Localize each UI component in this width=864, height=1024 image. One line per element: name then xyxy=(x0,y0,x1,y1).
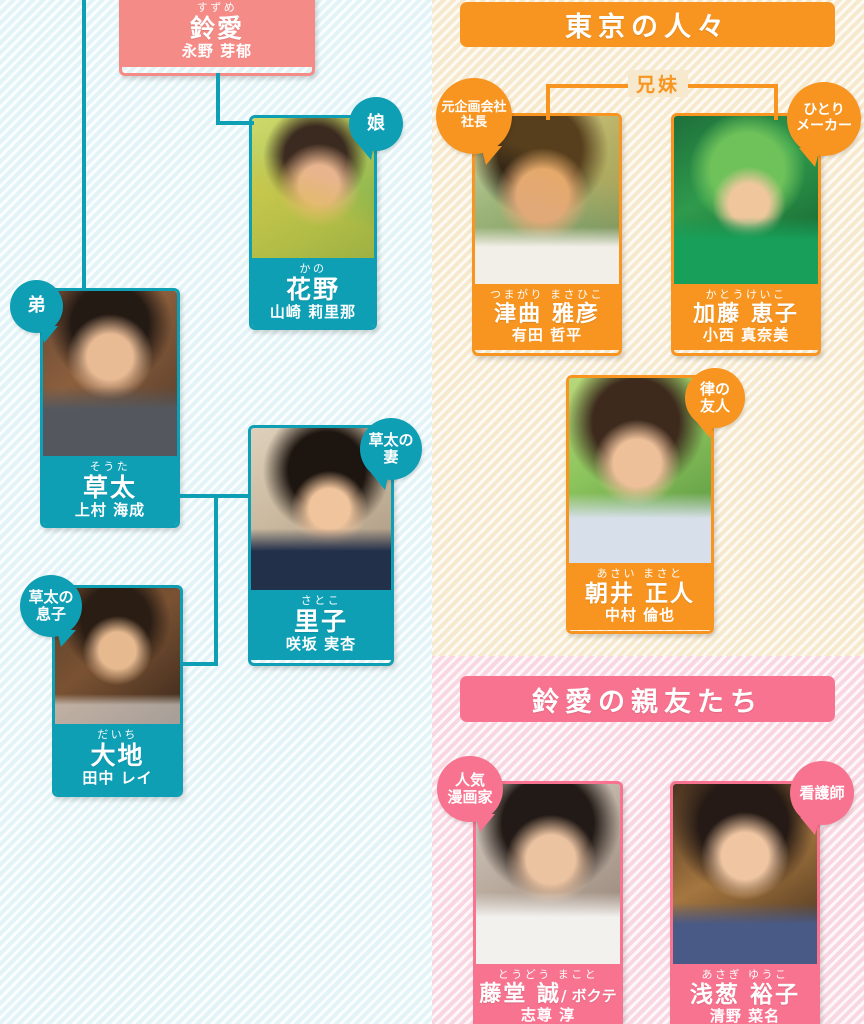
connector-suzume-down xyxy=(216,73,220,125)
plate-daichi: だいち 大地 田中 レイ xyxy=(55,724,180,794)
actor-souta: 上村 海成 xyxy=(74,500,146,519)
name-kano: 花野 xyxy=(285,274,340,304)
badge-kato-label: ひとり メーカー xyxy=(796,102,852,134)
card-daichi[interactable]: だいち 大地 田中 レイ xyxy=(52,585,183,797)
photo-asagi xyxy=(673,784,817,964)
plate-asagi: あさぎ ゆうこ 浅葱 裕子 清野 菜名 xyxy=(673,964,817,1024)
badge-tail-icon xyxy=(695,420,714,438)
badge-satoko-label: 草太の 妻 xyxy=(368,431,414,466)
card-suzume[interactable]: すずめ 鈴愛 永野 芽郁 xyxy=(119,0,315,76)
badge-tail-icon xyxy=(481,146,502,165)
name-tsumagari: 津曲 雅彦 xyxy=(494,301,600,327)
badge-souta-label: 弟 xyxy=(27,295,46,317)
badge-asai-label: 律の 友人 xyxy=(699,380,730,415)
badge-daichi-label: 草太の 息子 xyxy=(28,588,74,623)
plate-asai: あさい まさと 朝井 正人 中村 倫也 xyxy=(569,563,711,631)
badge-kano-label: 娘 xyxy=(367,112,385,134)
connector-couple-vertical xyxy=(214,494,218,666)
photo-satoko xyxy=(251,428,391,590)
badge-tail-icon xyxy=(799,148,820,167)
section-header-friends: 鈴愛の親友たち xyxy=(460,676,835,722)
name-todo: 藤堂 誠/ ボクテ xyxy=(478,981,618,1007)
actor-asagi: 清野 菜名 xyxy=(709,1006,781,1024)
kana-daichi: だいち xyxy=(97,728,138,741)
actor-asai: 中村 倫也 xyxy=(604,605,676,624)
name-todo-alt: / ボクテ xyxy=(560,986,617,1005)
name-asagi: 浅葱 裕子 xyxy=(689,981,800,1008)
actor-daichi: 田中 レイ xyxy=(82,768,153,787)
section-header-tokyo: 東京の人々 xyxy=(460,2,835,47)
badge-asai-role: 律の 友人 xyxy=(685,368,745,438)
badge-tail-icon xyxy=(800,817,820,835)
connector-left-vertical xyxy=(82,0,86,290)
actor-satoko: 咲坂 実杏 xyxy=(285,634,357,653)
badge-tail-icon xyxy=(475,814,495,832)
badge-asagi-role: 看護師 xyxy=(790,761,854,835)
kana-asai: あさい まさと xyxy=(596,567,684,580)
panel-tokyo: 東京の人々 兄妹 つまがり まさひこ 津曲 雅彦 有田 哲平 元企画会社 社長 xyxy=(432,0,864,656)
photo-kano xyxy=(252,118,374,258)
plate-suzume: すずめ 鈴愛 永野 芽郁 xyxy=(122,0,312,67)
plate-satoko: さとこ 里子 咲坂 実杏 xyxy=(251,590,391,660)
badge-daichi-son: 草太の 息子 xyxy=(20,575,82,647)
connector-siblings-left xyxy=(546,84,550,120)
photo-souta xyxy=(43,291,177,456)
name-satoko: 里子 xyxy=(293,606,348,636)
plate-todo: とうどう まこと 藤堂 誠/ ボクテ 志尊 淳 xyxy=(476,964,620,1024)
name-kato: 加藤 恵子 xyxy=(693,301,799,327)
kana-asagi: あさぎ ゆうこ xyxy=(701,968,789,981)
kana-tsumagari: つまがり まさひこ xyxy=(490,288,604,301)
plate-kato: かとうけいこ 加藤 恵子 小西 真奈美 xyxy=(674,284,818,351)
plate-kano: かの 花野 山崎 莉里那 xyxy=(252,258,374,327)
photo-kato xyxy=(674,116,818,284)
kana-kano: かの xyxy=(299,262,327,275)
actor-suzume: 永野 芽郁 xyxy=(181,41,253,60)
connector-siblings-label: 兄妹 xyxy=(628,70,689,97)
name-souta: 草太 xyxy=(82,472,137,502)
badge-kano-daughter: 娘 xyxy=(349,97,403,160)
name-suzume: 鈴愛 xyxy=(189,13,244,43)
panel-friends: 鈴愛の親友たち とうどう まこと 藤堂 誠/ ボクテ 志尊 淳 人気 漫画家 xyxy=(432,656,864,1024)
name-todo-main: 藤堂 誠 xyxy=(479,981,561,1007)
connector-suzume-to-kano xyxy=(216,121,254,125)
actor-todo: 志尊 淳 xyxy=(520,1005,576,1024)
badge-kato-role: ひとり メーカー xyxy=(787,82,861,167)
card-kato[interactable]: かとうけいこ 加藤 恵子 小西 真奈美 xyxy=(671,113,821,356)
kana-todo: とうどう まこと xyxy=(497,968,599,981)
photo-todo xyxy=(476,784,620,964)
badge-tail-icon xyxy=(371,473,389,490)
badge-tail-icon xyxy=(358,144,374,160)
connector-to-daichi xyxy=(183,662,218,666)
badge-todo-role: 人気 漫画家 xyxy=(437,756,503,832)
name-daichi: 大地 xyxy=(90,740,145,770)
badge-tail-icon xyxy=(57,630,76,647)
actor-kato: 小西 真奈美 xyxy=(702,325,790,344)
badge-tsumagari-label: 元企画会社 社長 xyxy=(441,100,507,130)
kana-suzume: すずめ xyxy=(196,1,238,14)
badge-tsumagari-role: 元企画会社 社長 xyxy=(436,78,512,165)
card-souta[interactable]: そうた 草太 上村 海成 xyxy=(40,288,180,528)
name-asai: 朝井 正人 xyxy=(584,580,695,607)
card-todo[interactable]: とうどう まこと 藤堂 誠/ ボクテ 志尊 淳 xyxy=(473,781,623,1024)
badge-souta-brother: 弟 xyxy=(10,280,63,343)
badge-tail-icon xyxy=(40,326,58,343)
panel-hometown: すずめ 鈴愛 永野 芽郁 かの 花野 山崎 莉里那 娘 xyxy=(0,0,432,1024)
actor-tsumagari: 有田 哲平 xyxy=(511,325,583,344)
card-kano[interactable]: かの 花野 山崎 莉里那 xyxy=(249,115,377,330)
connector-siblings-right xyxy=(774,84,778,120)
kana-souta: そうた xyxy=(89,460,131,473)
card-satoko[interactable]: さとこ 里子 咲坂 実杏 xyxy=(248,425,394,666)
badge-satoko-wife: 草太の 妻 xyxy=(360,418,422,490)
plate-tsumagari: つまがり まさひこ 津曲 雅彦 有田 哲平 xyxy=(475,284,619,351)
kana-kato: かとうけいこ xyxy=(705,288,787,301)
plate-souta: そうた 草太 上村 海成 xyxy=(43,456,177,525)
badge-todo-label: 人気 漫画家 xyxy=(447,771,493,806)
badge-asagi-label: 看護師 xyxy=(799,783,845,802)
kana-satoko: さとこ xyxy=(300,594,342,607)
card-asagi[interactable]: あさぎ ゆうこ 浅葱 裕子 清野 菜名 xyxy=(670,781,820,1024)
actor-kano: 山崎 莉里那 xyxy=(269,302,357,321)
